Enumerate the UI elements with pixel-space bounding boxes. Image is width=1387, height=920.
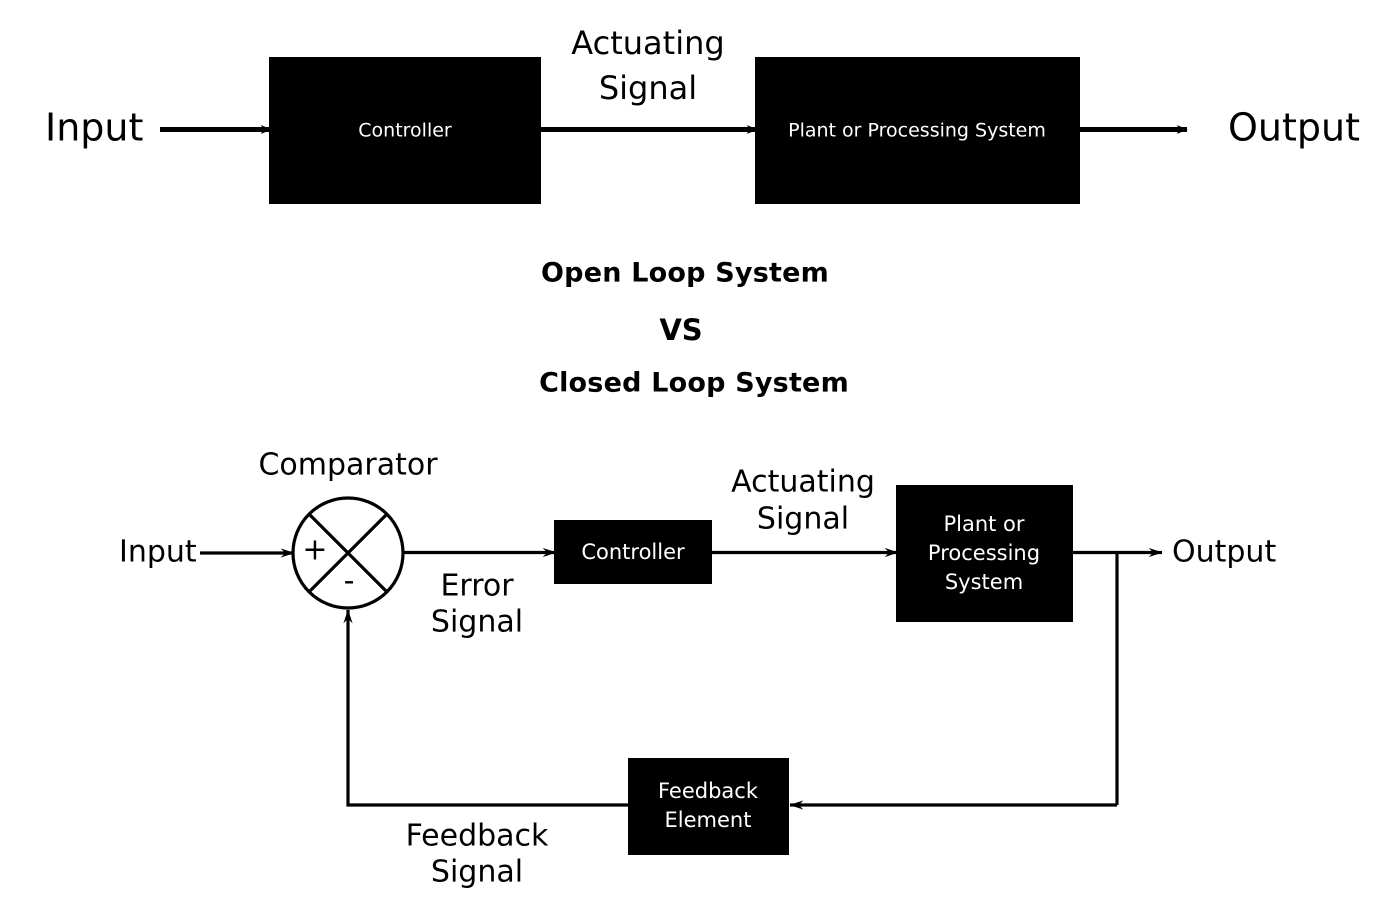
- open-loop-controller-label: Controller: [358, 120, 452, 142]
- closed-loop-input-label: Input: [119, 535, 197, 570]
- feedback-element-block: [628, 758, 789, 855]
- comparator-label: Comparator: [258, 448, 438, 483]
- closed-loop-plant-line3: System: [945, 570, 1023, 594]
- open-loop-plant-block: [755, 57, 1080, 204]
- closed-loop-plant-block: [896, 485, 1073, 622]
- open-loop-input-label: Input: [45, 106, 143, 150]
- feedback-signal-line1: Feedback: [406, 819, 549, 854]
- feedback-to-comparator-path: [343, 609, 628, 807]
- closed-loop-actuating-signal-line1: Actuating: [731, 465, 875, 500]
- comparator-plus-sign: +: [302, 533, 327, 568]
- feedback-signal-line2: Signal: [431, 855, 523, 890]
- feedback-element-line2: Element: [665, 808, 752, 832]
- title-open-loop-system: Open Loop System: [541, 258, 829, 289]
- closed-loop-actuating-signal-line2: Signal: [757, 502, 849, 537]
- closed-loop-controller-label: Controller: [581, 540, 685, 564]
- closed-loop-plant-line1: Plant or: [943, 512, 1024, 536]
- open-loop-controller-block: [269, 57, 541, 204]
- feedback-element-line1: Feedback: [658, 779, 759, 803]
- open-loop-actuating-signal-line1: Actuating: [571, 24, 724, 62]
- closed-loop-controller-block: [554, 520, 712, 584]
- comparator-minus-sign: -: [344, 564, 355, 599]
- title-vs: VS: [659, 313, 702, 347]
- comparator-cross-line-2: [307, 512, 389, 594]
- open-loop-plant-label: Plant or Processing System: [788, 120, 1046, 142]
- closed-loop-plant-line2: Processing: [928, 541, 1040, 565]
- error-signal-line2: Signal: [431, 605, 523, 640]
- open-loop-output-label: Output: [1228, 106, 1360, 150]
- error-signal-line1: Error: [440, 569, 514, 604]
- title-closed-loop-system: Closed Loop System: [539, 368, 849, 399]
- open-loop-actuating-signal-line2: Signal: [599, 69, 697, 107]
- closed-loop-output-label: Output: [1172, 535, 1276, 570]
